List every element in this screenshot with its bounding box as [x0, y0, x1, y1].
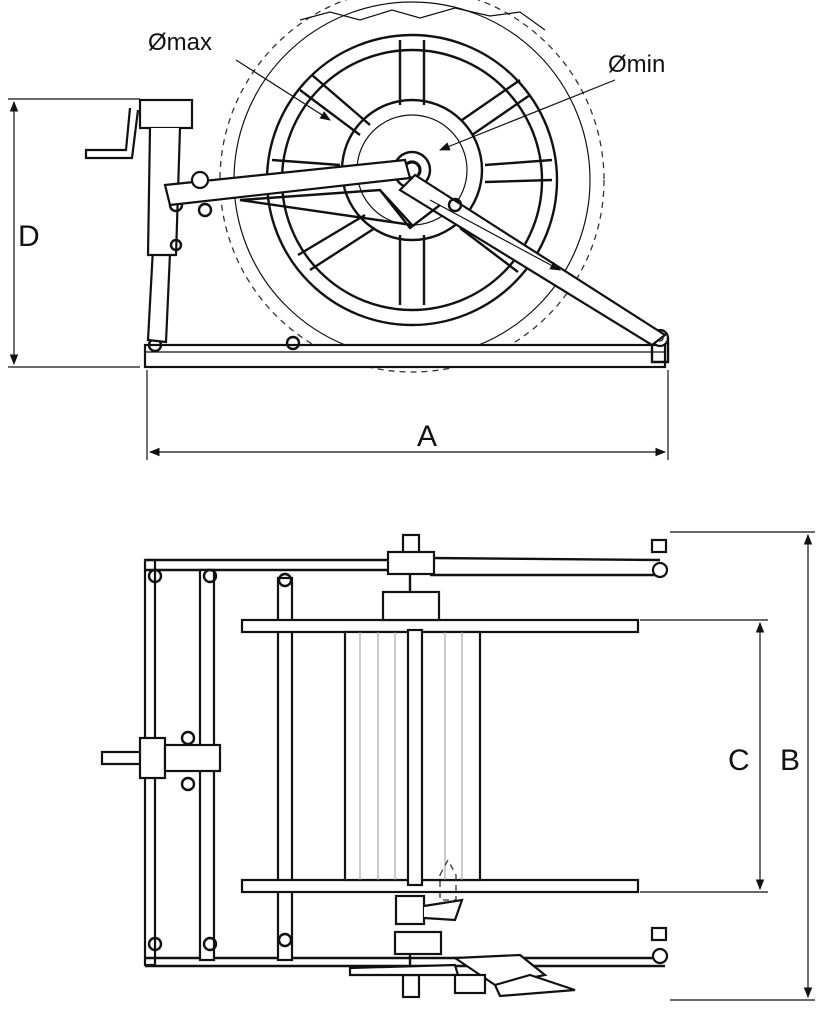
label-dim-c: C — [728, 744, 750, 777]
side-view: Ømax Ømin A D — [8, 0, 670, 460]
left-handle — [100, 730, 222, 792]
top-view: C B — [100, 531, 815, 1001]
dimension-a — [146, 370, 669, 460]
shaft — [381, 533, 464, 999]
drum — [240, 618, 640, 901]
crank-post — [84, 98, 194, 344]
label-dia-max: Ømax — [148, 29, 212, 56]
label-dia-min: Ømin — [608, 51, 665, 78]
base-frame — [143, 328, 670, 369]
label-dim-a: A — [417, 420, 437, 453]
label-dim-d: D — [18, 220, 40, 253]
label-dim-b: B — [780, 744, 800, 777]
dimension-d — [8, 98, 140, 368]
support-arm — [163, 158, 667, 347]
dimension-c — [640, 619, 768, 893]
dimension-b — [670, 531, 815, 1001]
bottom-lever — [348, 953, 576, 998]
